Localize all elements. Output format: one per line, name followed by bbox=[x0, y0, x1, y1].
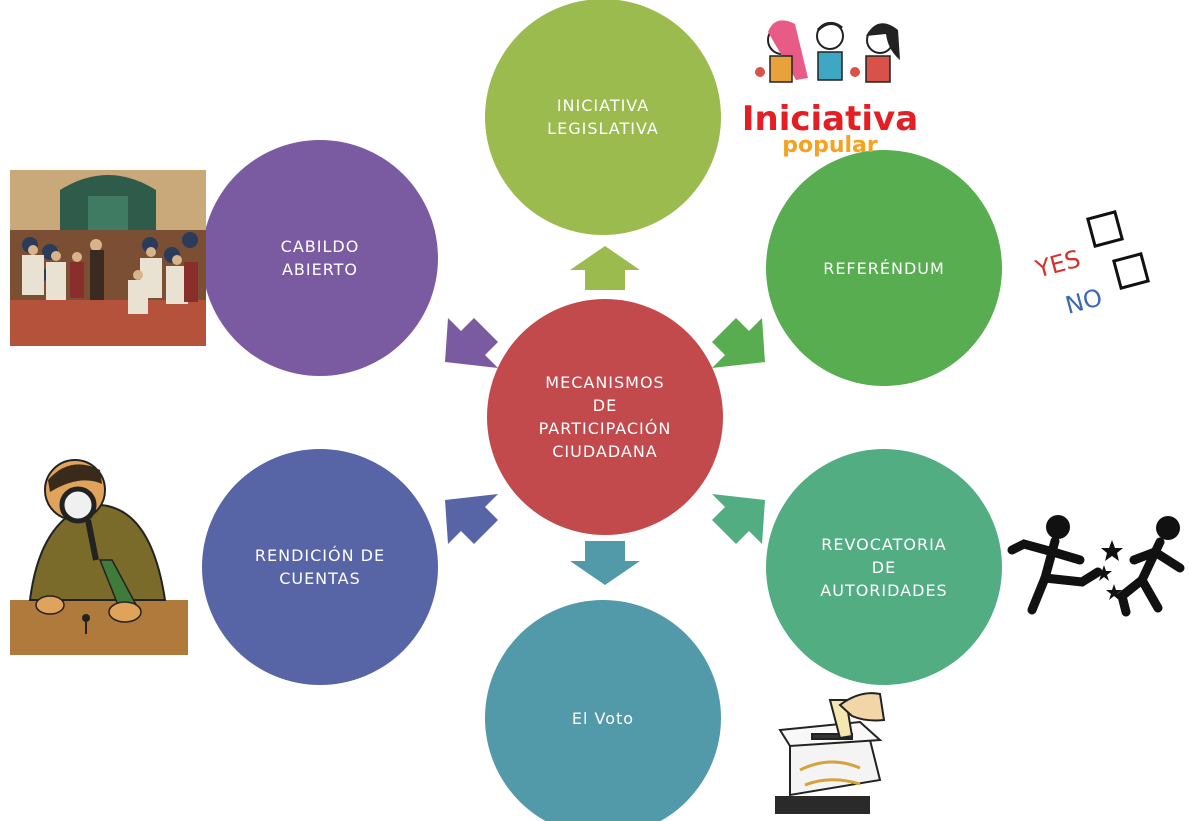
center-node-label: MECANISMOS DE PARTICIPACIÓN CIUDADANA bbox=[538, 373, 672, 461]
arrow-down-right bbox=[712, 494, 765, 544]
arrow-down-left bbox=[445, 494, 498, 544]
iniciativa-popular-logo: Iniciativa popular bbox=[742, 20, 918, 158]
arrow-up-left bbox=[445, 318, 498, 368]
arrow-down bbox=[570, 541, 640, 585]
yes-checkbox bbox=[1086, 210, 1124, 248]
arrow-up bbox=[570, 246, 640, 290]
node-el-voto bbox=[485, 600, 721, 821]
arrow-up-right bbox=[712, 318, 765, 368]
revocatoria-label: REVOCATORIA DE AUTORIDADES bbox=[820, 534, 948, 600]
cabildo-painting-image bbox=[10, 170, 206, 346]
el-voto-label: El Voto bbox=[571, 708, 635, 728]
node-referendum bbox=[766, 150, 1002, 386]
node-cabildo-abierto bbox=[202, 140, 438, 376]
no-label: NO bbox=[1062, 283, 1105, 320]
children-figures-icon bbox=[755, 20, 900, 83]
rendicion-de-cuentas-label: RENDICIÓN DE CUENTAS bbox=[254, 546, 386, 588]
node-rendicion-de-cuentas bbox=[202, 449, 438, 685]
node-revocatoria bbox=[766, 449, 1002, 685]
center-node bbox=[487, 299, 723, 535]
iniciativa-legislativa-label: INICIATIVA LEGISLATIVA bbox=[547, 96, 659, 138]
arrows bbox=[445, 246, 765, 585]
ballot-box-image bbox=[775, 692, 886, 814]
stick-figures-kick-image bbox=[1007, 515, 1185, 617]
impact-stars-icon bbox=[1096, 540, 1123, 600]
no-checkbox bbox=[1112, 252, 1150, 290]
magnifier-icon bbox=[59, 486, 97, 524]
magnifier-man-image bbox=[10, 459, 188, 655]
yes-no-ballot-image: YES NO bbox=[1032, 210, 1150, 320]
cabildo-abierto-label: CABILDO ABIERTO bbox=[280, 237, 360, 279]
yes-label: YES bbox=[1032, 245, 1084, 284]
node-iniciativa-legislativa bbox=[485, 0, 721, 235]
referendum-label: REFERÉNDUM bbox=[823, 258, 945, 278]
popular-word: popular bbox=[782, 133, 878, 158]
iniciativa-word: Iniciativa bbox=[742, 99, 918, 139]
